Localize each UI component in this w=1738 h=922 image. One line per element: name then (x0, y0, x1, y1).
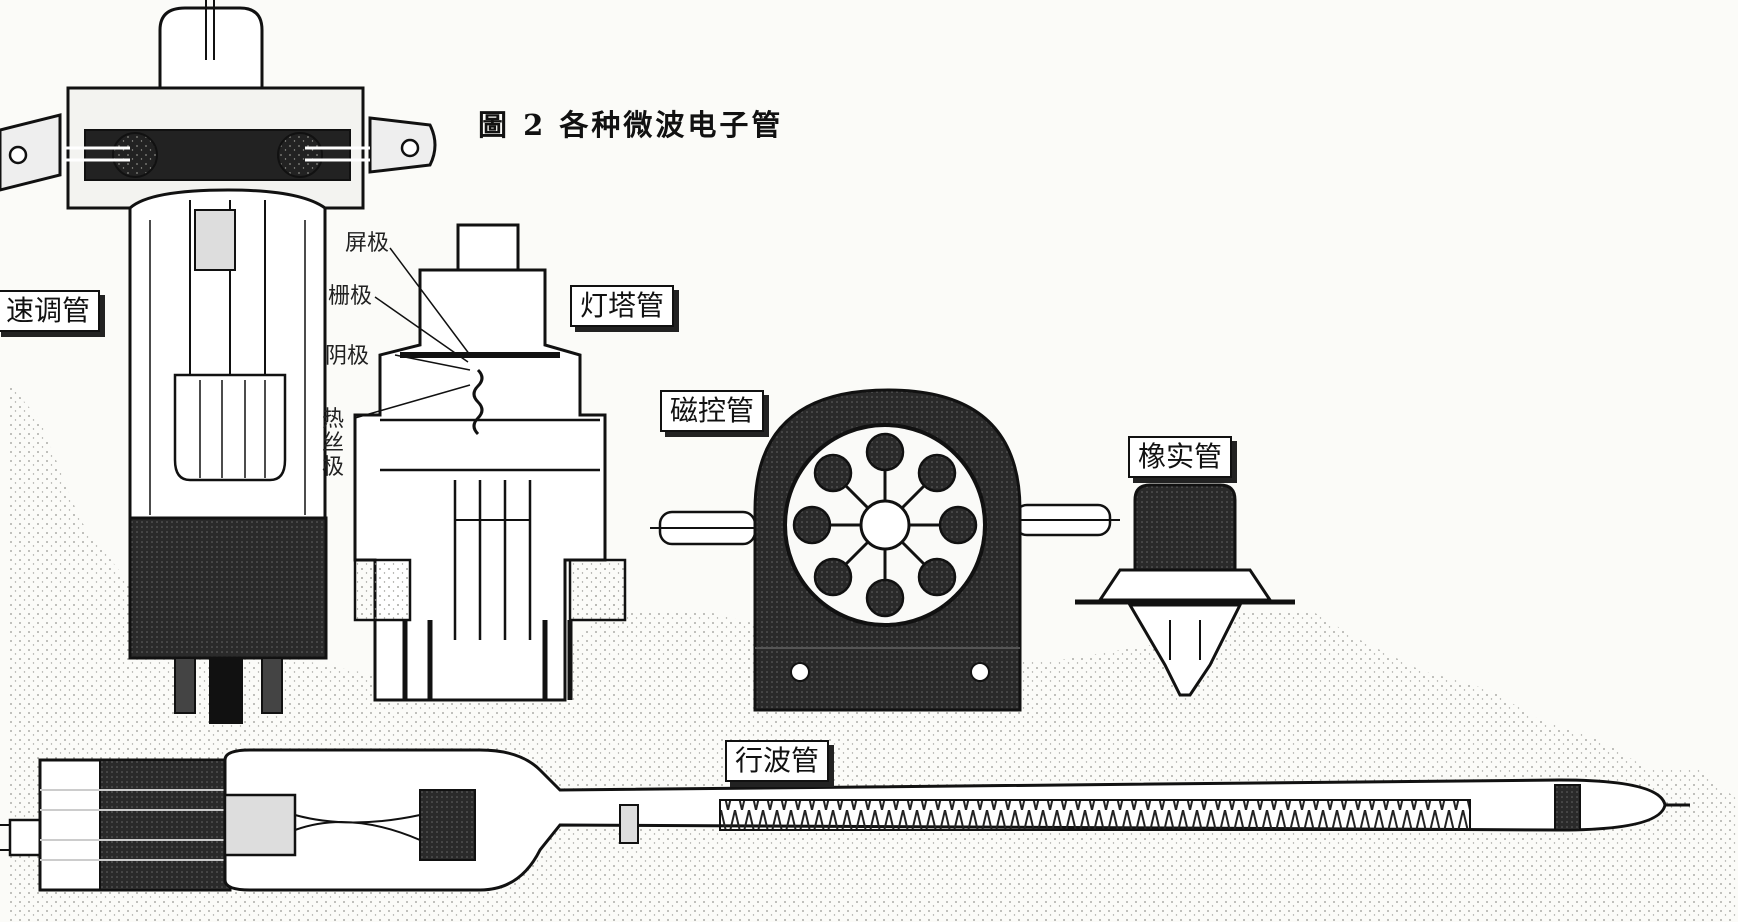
label-klystron: 速调管 (0, 290, 101, 332)
label-travelling-wave-tube: 行波管 (725, 740, 830, 782)
label-magnetron: 磁控管 (660, 390, 765, 432)
label-lighthouse-tube: 灯塔管 (570, 285, 675, 327)
magnetron-drawing (650, 388, 1120, 712)
twt-drawing (0, 748, 1690, 892)
label-heater-electrode: 热丝极 (321, 407, 344, 480)
acorn-tube-drawing (1075, 483, 1295, 697)
label-cathode-electrode: 阴极 (325, 344, 370, 369)
label-plate-electrode: 屏极 (345, 231, 390, 256)
label-grid-electrode: 栅极 (328, 284, 373, 309)
label-acorn-tube: 橡实管 (1128, 436, 1233, 478)
lighthouse-tube-drawing (353, 223, 627, 702)
klystron-drawing (0, 0, 437, 724)
figure-caption: 圖 2 各种微波电子管 (478, 108, 784, 142)
